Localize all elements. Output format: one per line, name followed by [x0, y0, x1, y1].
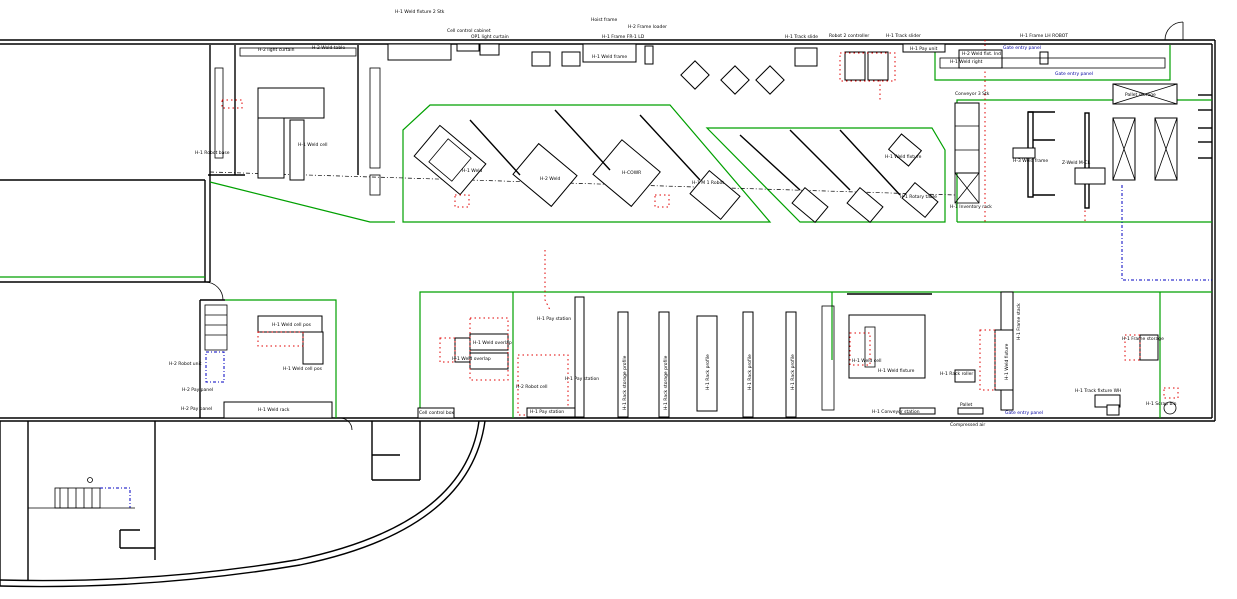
label: H-COWR	[622, 170, 641, 176]
label: H-1 Weld	[462, 168, 483, 174]
label: H-1 Weld fixture	[885, 154, 922, 160]
label: Conveyor 3 Stk	[955, 91, 990, 97]
label: H-1 Weld rack	[258, 407, 290, 413]
label: H-1 Track slide	[785, 34, 818, 40]
label: H-1 Rack storage profile	[663, 355, 669, 410]
label: H-1 Rotary table	[900, 194, 937, 200]
label: H-1 M 1 Robot	[692, 180, 724, 186]
label: H-1 Frame LH ROBOT	[1020, 33, 1068, 39]
label: H-1 Conveyor station	[872, 409, 920, 415]
label: OP1 light curtain	[471, 34, 509, 40]
label: H-1 Weld cell	[298, 142, 328, 148]
label: Cell control box	[419, 410, 454, 416]
equipment-top-wall	[387, 43, 1166, 95]
label: H-1 Track slider	[886, 33, 921, 39]
label: H-1 Robot base	[195, 150, 230, 156]
building-walls	[0, 21, 1216, 588]
label: Compressed air	[950, 422, 985, 428]
label: H-1 Rack profile	[705, 354, 711, 390]
conveyor-centerline	[209, 171, 956, 196]
label: H-1 Pay unit	[910, 46, 938, 52]
label: H-2 Robot unit	[169, 361, 202, 367]
label: H-2 Weld	[540, 176, 561, 182]
label: Gate entry panel	[1003, 45, 1041, 51]
label: H-1 Inventory rack	[950, 204, 992, 210]
label: Gate entry panel	[1005, 410, 1043, 416]
label: Hoist frame	[591, 17, 618, 23]
label: H-1 Weld cell pos	[272, 322, 312, 328]
label: H-1 Weld overlap	[473, 340, 512, 346]
label: H-1 Weld frame	[592, 54, 627, 60]
utility-lines	[544, 40, 1212, 311]
weld-cell-1	[413, 109, 741, 221]
label: Pallet storage	[1125, 92, 1156, 98]
label: H-1 Frame stack	[1016, 303, 1022, 340]
label: H-2 Robot cell	[516, 384, 548, 390]
label: H-1 Frame storage	[1122, 336, 1164, 342]
label: Cell control cabinet	[447, 28, 491, 34]
label: H-1 Rack profile	[790, 354, 796, 390]
equipment-right	[954, 83, 1212, 209]
label: H-1 Rack roller	[940, 371, 973, 377]
label: H-1 Weld fixture	[1004, 343, 1010, 380]
label: H-1 Pay station	[565, 376, 599, 382]
label: Pallet	[960, 402, 973, 408]
label: H-1 Weld cell	[852, 358, 882, 364]
equipment-lower-mid	[417, 296, 835, 419]
label: H-1 Weld fixture	[878, 368, 915, 374]
label: H-1 Weld fixture 2 Stk	[395, 9, 445, 15]
labels: H-1 Weld fixture 2 Stk Cell control cabi…	[169, 9, 1177, 428]
label: H-2 Frame loader	[628, 24, 667, 30]
equipment-lower-right	[847, 291, 1179, 419]
label: H-1 Rack storage profile	[622, 355, 628, 410]
label: H-2 Pay panel	[182, 387, 213, 393]
label: H-2 Weld fixt. Ind	[962, 51, 1001, 57]
label: Gate entry panel	[1055, 71, 1093, 77]
label: H-1 Frame FR-1 LD	[602, 34, 645, 40]
label: H-2 light curtain	[258, 47, 295, 53]
label: H-1 Weld overlap	[452, 356, 491, 362]
label: Robot 2 controller	[829, 33, 869, 39]
weld-cell-2	[739, 129, 939, 224]
label: H-1 Weld cell pos	[283, 366, 323, 372]
label: Z-Weld M-CL	[1062, 160, 1091, 166]
label: H-1 Pay station	[530, 409, 564, 415]
label: H-3 Weld frame	[1013, 158, 1048, 164]
label: H-1 Pay station	[537, 316, 571, 322]
label: H-1 Scrap bin	[1146, 401, 1177, 407]
label: H-1 Weld right	[950, 59, 983, 65]
label: H-2 Pay panel	[181, 406, 212, 412]
label: H-2 Weld table	[312, 45, 345, 51]
equipment-top-left	[214, 47, 381, 196]
label: H-1 Rack profile	[747, 354, 753, 390]
equipment-lower-left	[204, 304, 333, 419]
label: H-1 Track fixture WH	[1075, 388, 1121, 394]
